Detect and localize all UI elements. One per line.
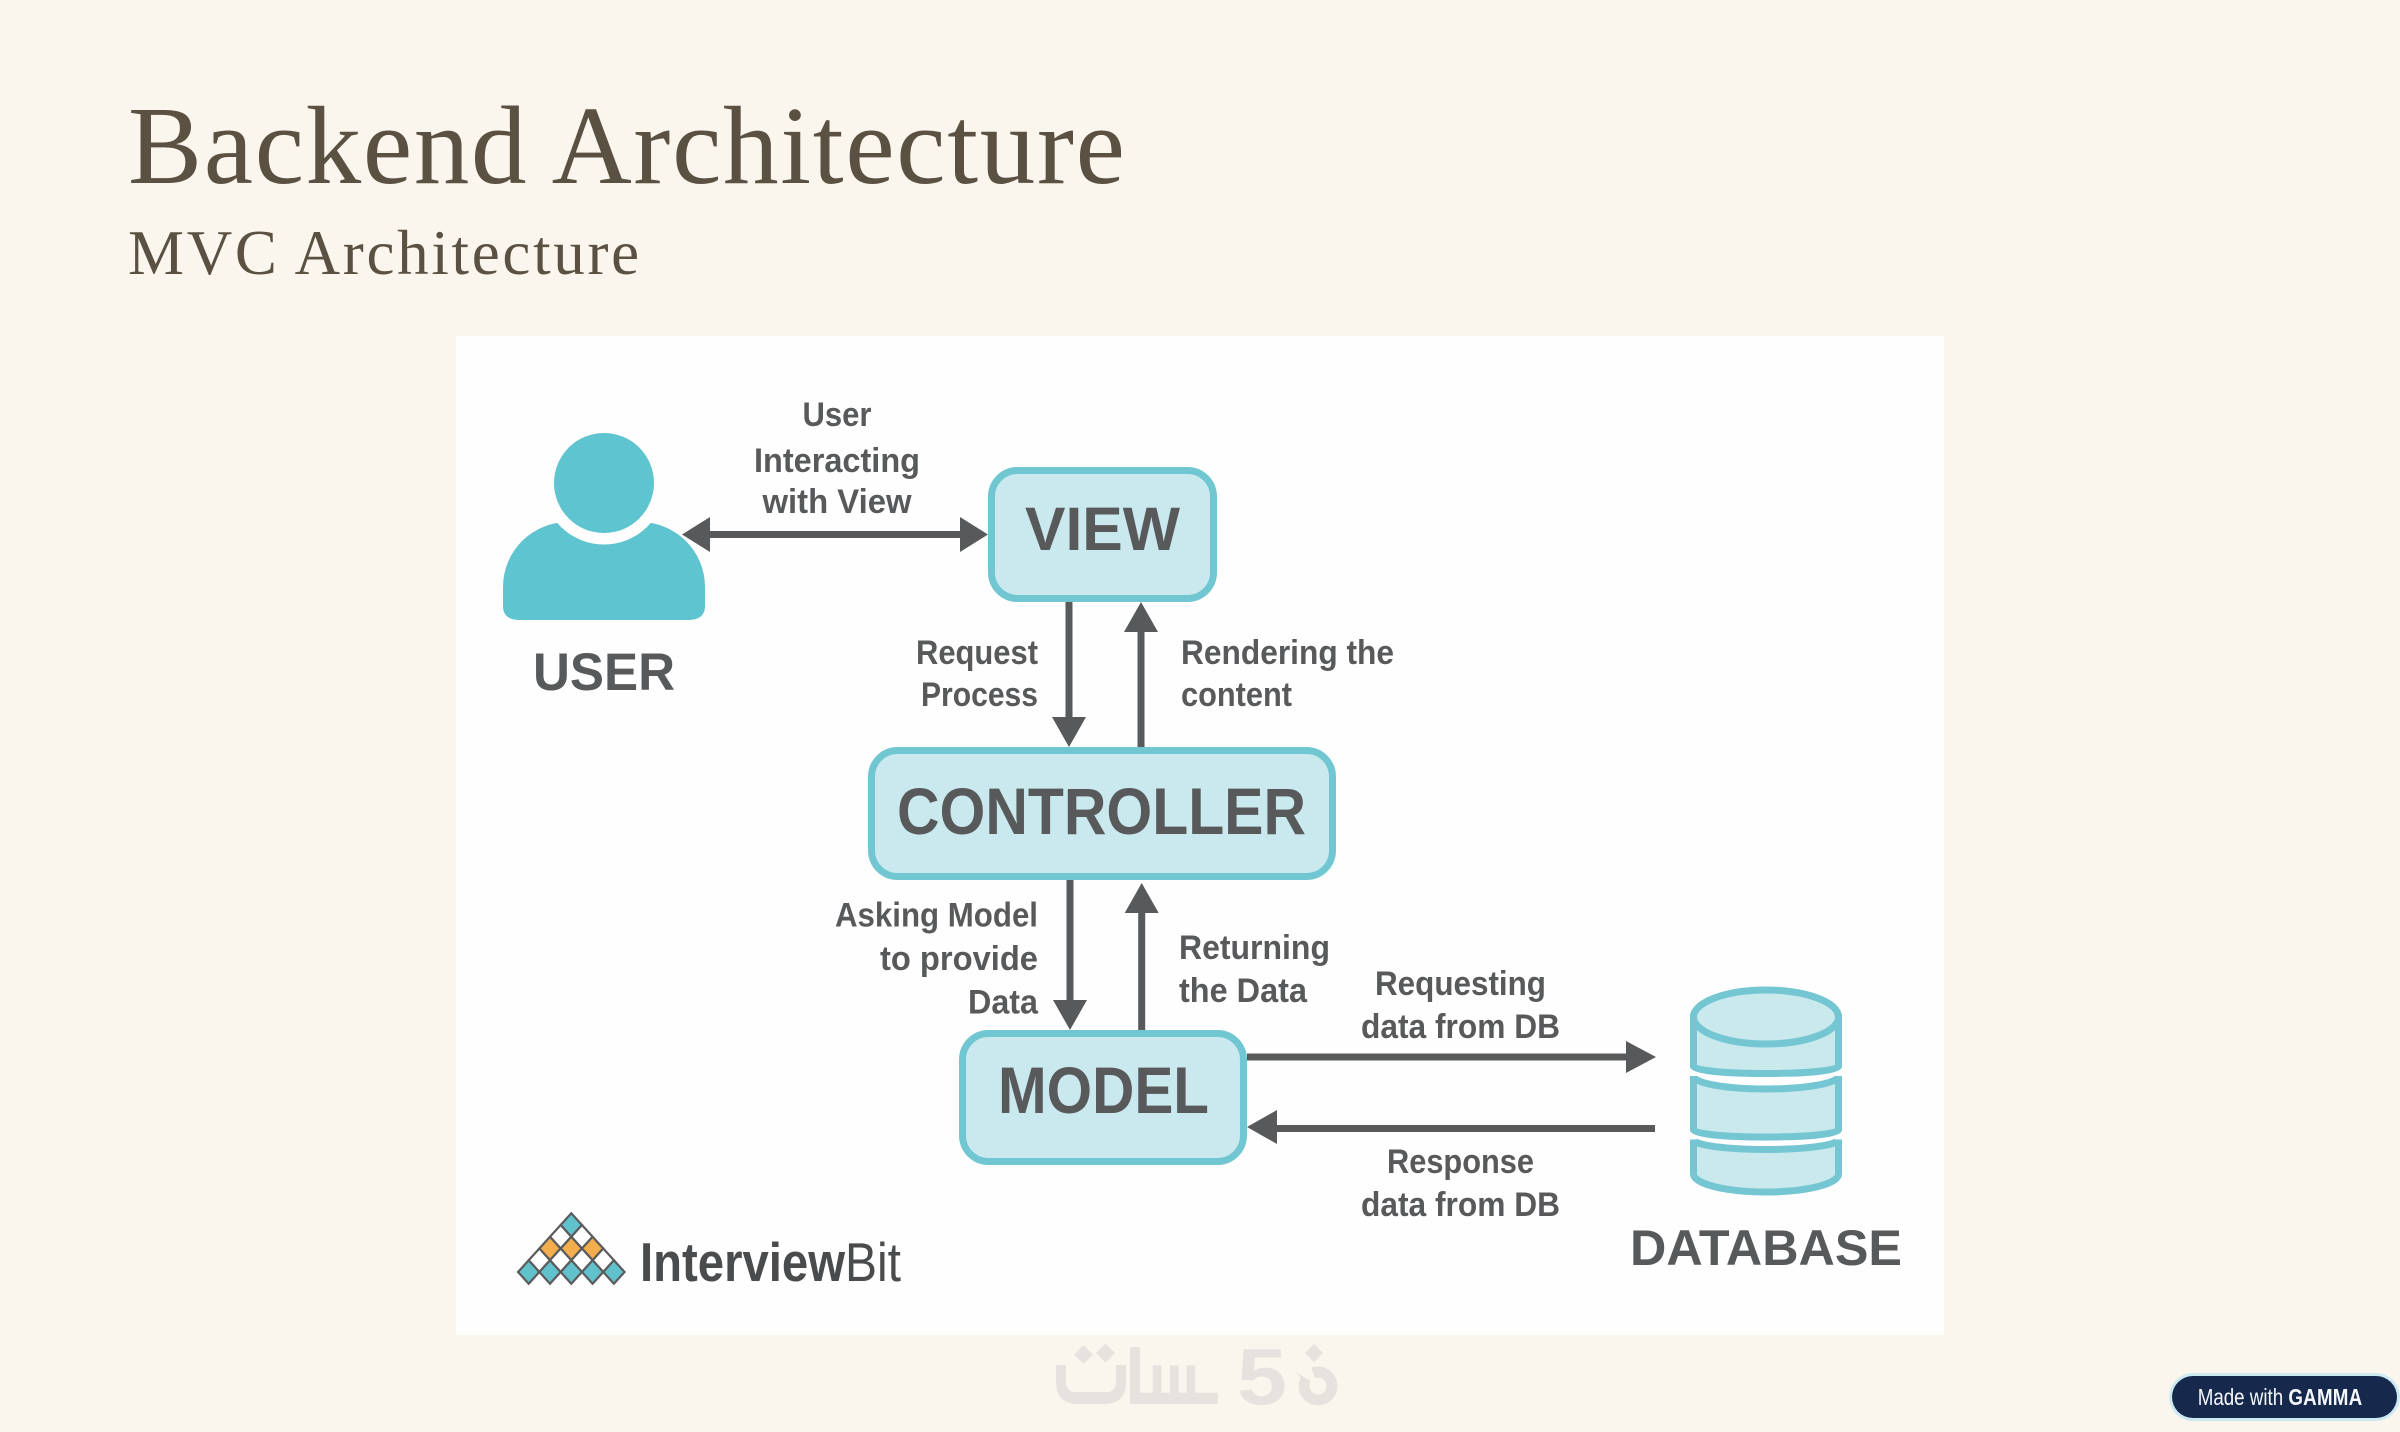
svg-text:Data: Data [968, 984, 1039, 1022]
svg-text:Interview: Interview [640, 1231, 845, 1293]
svg-text:VIEW: VIEW [1025, 495, 1180, 563]
svg-text:CONTROLLER: CONTROLLER [897, 774, 1306, 848]
svg-text:DATABASE: DATABASE [1630, 1220, 1902, 1276]
svg-text:Asking Model: Asking Model [835, 897, 1038, 935]
svg-text:Returning: Returning [1179, 929, 1330, 967]
svg-text:Requesting: Requesting [1375, 965, 1546, 1003]
svg-text:User: User [803, 396, 872, 434]
svg-text:Request: Request [916, 634, 1038, 672]
svg-text:Rendering the: Rendering the [1181, 634, 1394, 672]
svg-text:data from DB: data from DB [1361, 1008, 1560, 1046]
svg-text:Bit: Bit [845, 1231, 901, 1293]
svg-text:with View: with View [762, 483, 912, 521]
svg-text:Response: Response [1387, 1143, 1534, 1181]
svg-text:content: content [1181, 676, 1292, 714]
svg-text:data from DB: data from DB [1361, 1186, 1560, 1224]
svg-text:Interacting: Interacting [754, 442, 920, 480]
svg-text:MODEL: MODEL [998, 1053, 1209, 1127]
svg-text:the Data: the Data [1179, 972, 1308, 1010]
svg-text:USER: USER [533, 643, 675, 702]
svg-text:5: 5 [1237, 1338, 1287, 1418]
svg-text:to provide: to provide [880, 940, 1038, 978]
svg-text:Process: Process [921, 676, 1038, 714]
